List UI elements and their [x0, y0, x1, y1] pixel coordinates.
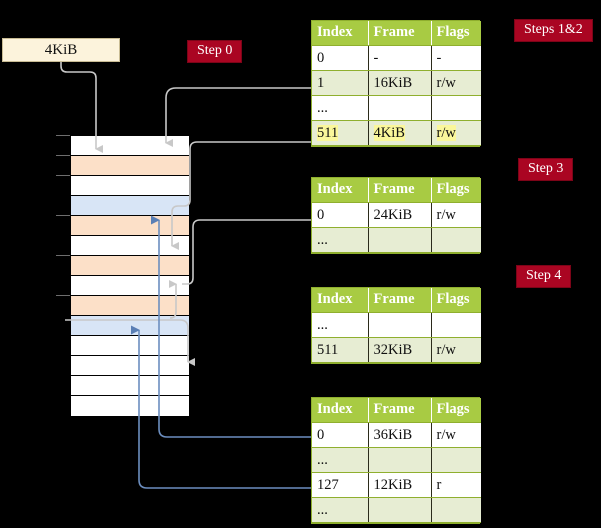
- memory-tick: [56, 295, 70, 296]
- cell-flags: r/w: [431, 120, 481, 146]
- table-row[interactable]: ...: [312, 497, 481, 523]
- memory-frame-row: [71, 376, 189, 396]
- memory-frame-row: [71, 196, 189, 216]
- badge-steps-1-2: Steps 1&2: [514, 19, 593, 43]
- cell-frame: [368, 497, 432, 523]
- column-header-flags: Flags: [431, 21, 481, 46]
- memory-frame-row: [71, 356, 189, 376]
- badge-step-4: Step 4: [516, 265, 572, 289]
- cell-index: ...: [312, 95, 369, 121]
- cell-frame: [368, 227, 432, 253]
- cell-index: ...: [312, 312, 369, 338]
- memory-frame-row: [71, 316, 189, 336]
- cell-flags: [431, 312, 481, 338]
- cell-flags: -: [431, 45, 481, 71]
- cell-index: 1: [312, 70, 369, 96]
- table-header-row: Index Frame Flags: [312, 398, 481, 423]
- column-header-frame: Frame: [368, 21, 432, 46]
- table-row[interactable]: 0--: [312, 45, 481, 71]
- memory-tick: [56, 175, 70, 176]
- memory-frame-row: [71, 236, 189, 256]
- cell-index: 0: [312, 422, 369, 448]
- cell-index: 0: [312, 45, 369, 71]
- table-header-row: Index Frame Flags: [312, 178, 481, 203]
- memory-frame-row: [71, 216, 189, 236]
- memory-tick: [56, 155, 70, 156]
- source-frame-box: 4KiB: [2, 38, 120, 62]
- column-header-index: Index: [312, 178, 369, 203]
- cell-flags: [431, 95, 481, 121]
- cell-frame: [368, 312, 432, 338]
- cell-index: ...: [312, 497, 369, 523]
- column-header-index: Index: [312, 288, 369, 313]
- cell-frame: 16KiB: [368, 70, 432, 96]
- cell-frame: 32KiB: [368, 337, 432, 363]
- cell-frame: 4KiB: [368, 120, 432, 146]
- cell-index: 127: [312, 472, 369, 498]
- column-header-index: Index: [312, 398, 369, 423]
- cell-index: ...: [312, 227, 369, 253]
- cell-flags: r/w: [431, 422, 481, 448]
- cell-index: ...: [312, 447, 369, 473]
- table-header-row: Index Frame Flags: [312, 21, 481, 46]
- cell-index: 511: [312, 120, 369, 146]
- cell-frame: -: [368, 45, 432, 71]
- cell-flags: r/w: [431, 70, 481, 96]
- cell-flags: [431, 227, 481, 253]
- column-header-frame: Frame: [368, 398, 432, 423]
- cell-flags: [431, 497, 481, 523]
- badge-step-0: Step 0: [187, 40, 243, 64]
- table-row[interactable]: ...: [312, 95, 481, 121]
- cell-index: 511: [312, 337, 369, 363]
- cell-frame: 12KiB: [368, 472, 432, 498]
- cell-frame: 36KiB: [368, 422, 432, 448]
- cell-frame: [368, 95, 432, 121]
- badge-step-3: Step 3: [518, 158, 574, 182]
- column-header-index: Index: [312, 21, 369, 46]
- cell-frame: 24KiB: [368, 202, 432, 228]
- table-row[interactable]: ...: [312, 312, 481, 338]
- table-row[interactable]: ...: [312, 227, 481, 253]
- cell-frame: [368, 447, 432, 473]
- memory-tick: [56, 135, 70, 136]
- memory-frame-row: [71, 396, 189, 416]
- memory-frame-row: [71, 136, 189, 156]
- column-header-flags: Flags: [431, 288, 481, 313]
- memory-frame-row: [71, 156, 189, 176]
- memory-frame-row: [71, 276, 189, 296]
- memory-frame-row: [71, 176, 189, 196]
- memory-frame-row: [71, 336, 189, 356]
- column-header-flags: Flags: [431, 398, 481, 423]
- memory-frame-row: [71, 256, 189, 276]
- cell-flags: r/w: [431, 337, 481, 363]
- column-header-frame: Frame: [368, 178, 432, 203]
- cell-flags: r: [431, 472, 481, 498]
- physical-memory-column: [70, 135, 190, 416]
- table-row[interactable]: ...: [312, 447, 481, 473]
- memory-frame-row: [71, 296, 189, 316]
- column-header-frame: Frame: [368, 288, 432, 313]
- memory-tick: [56, 255, 70, 256]
- memory-tick: [56, 215, 70, 216]
- cell-flags: [431, 447, 481, 473]
- cell-index: 0: [312, 202, 369, 228]
- cell-flags: r/w: [431, 202, 481, 228]
- table-header-row: Index Frame Flags: [312, 288, 481, 313]
- column-header-flags: Flags: [431, 178, 481, 203]
